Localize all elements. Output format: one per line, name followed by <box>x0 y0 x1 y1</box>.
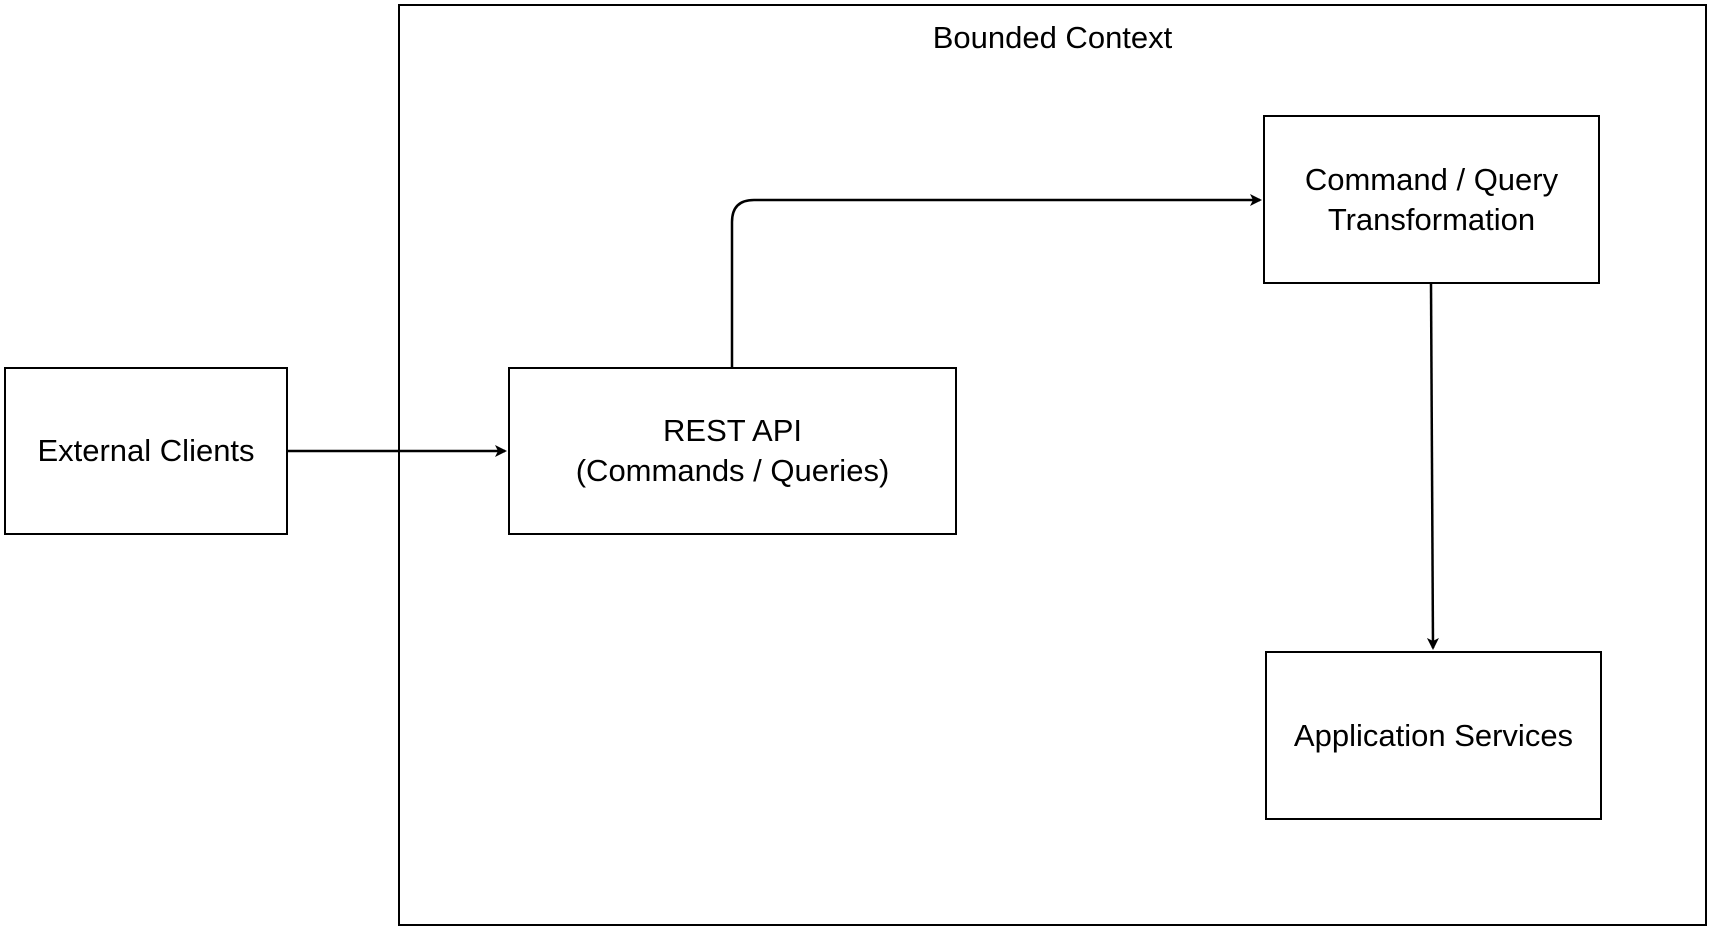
rest-api-label: REST API <box>663 413 802 448</box>
external-clients-node: External Clients <box>4 367 288 535</box>
command-query-transformation-node: Command / Query Transformation <box>1263 115 1600 284</box>
rest-api-node: REST API (Commands / Queries) <box>508 367 957 535</box>
arrow-rest-to-command-query <box>730 194 1262 367</box>
arrow-command-query-to-app-services <box>1426 283 1439 650</box>
application-services-node: Application Services <box>1265 651 1602 820</box>
command-query-label-line2: Transformation <box>1327 201 1536 237</box>
application-services-label: Application Services <box>1293 717 1574 753</box>
command-query-label-line1: Command / Query <box>1304 161 1559 197</box>
rest-api-sublabel: (Commands / Queries) <box>575 453 890 488</box>
bounded-context-container: Bounded Context <box>398 4 1707 926</box>
bounded-context-title: Bounded Context <box>932 20 1173 55</box>
external-clients-label: External Clients <box>37 433 255 468</box>
